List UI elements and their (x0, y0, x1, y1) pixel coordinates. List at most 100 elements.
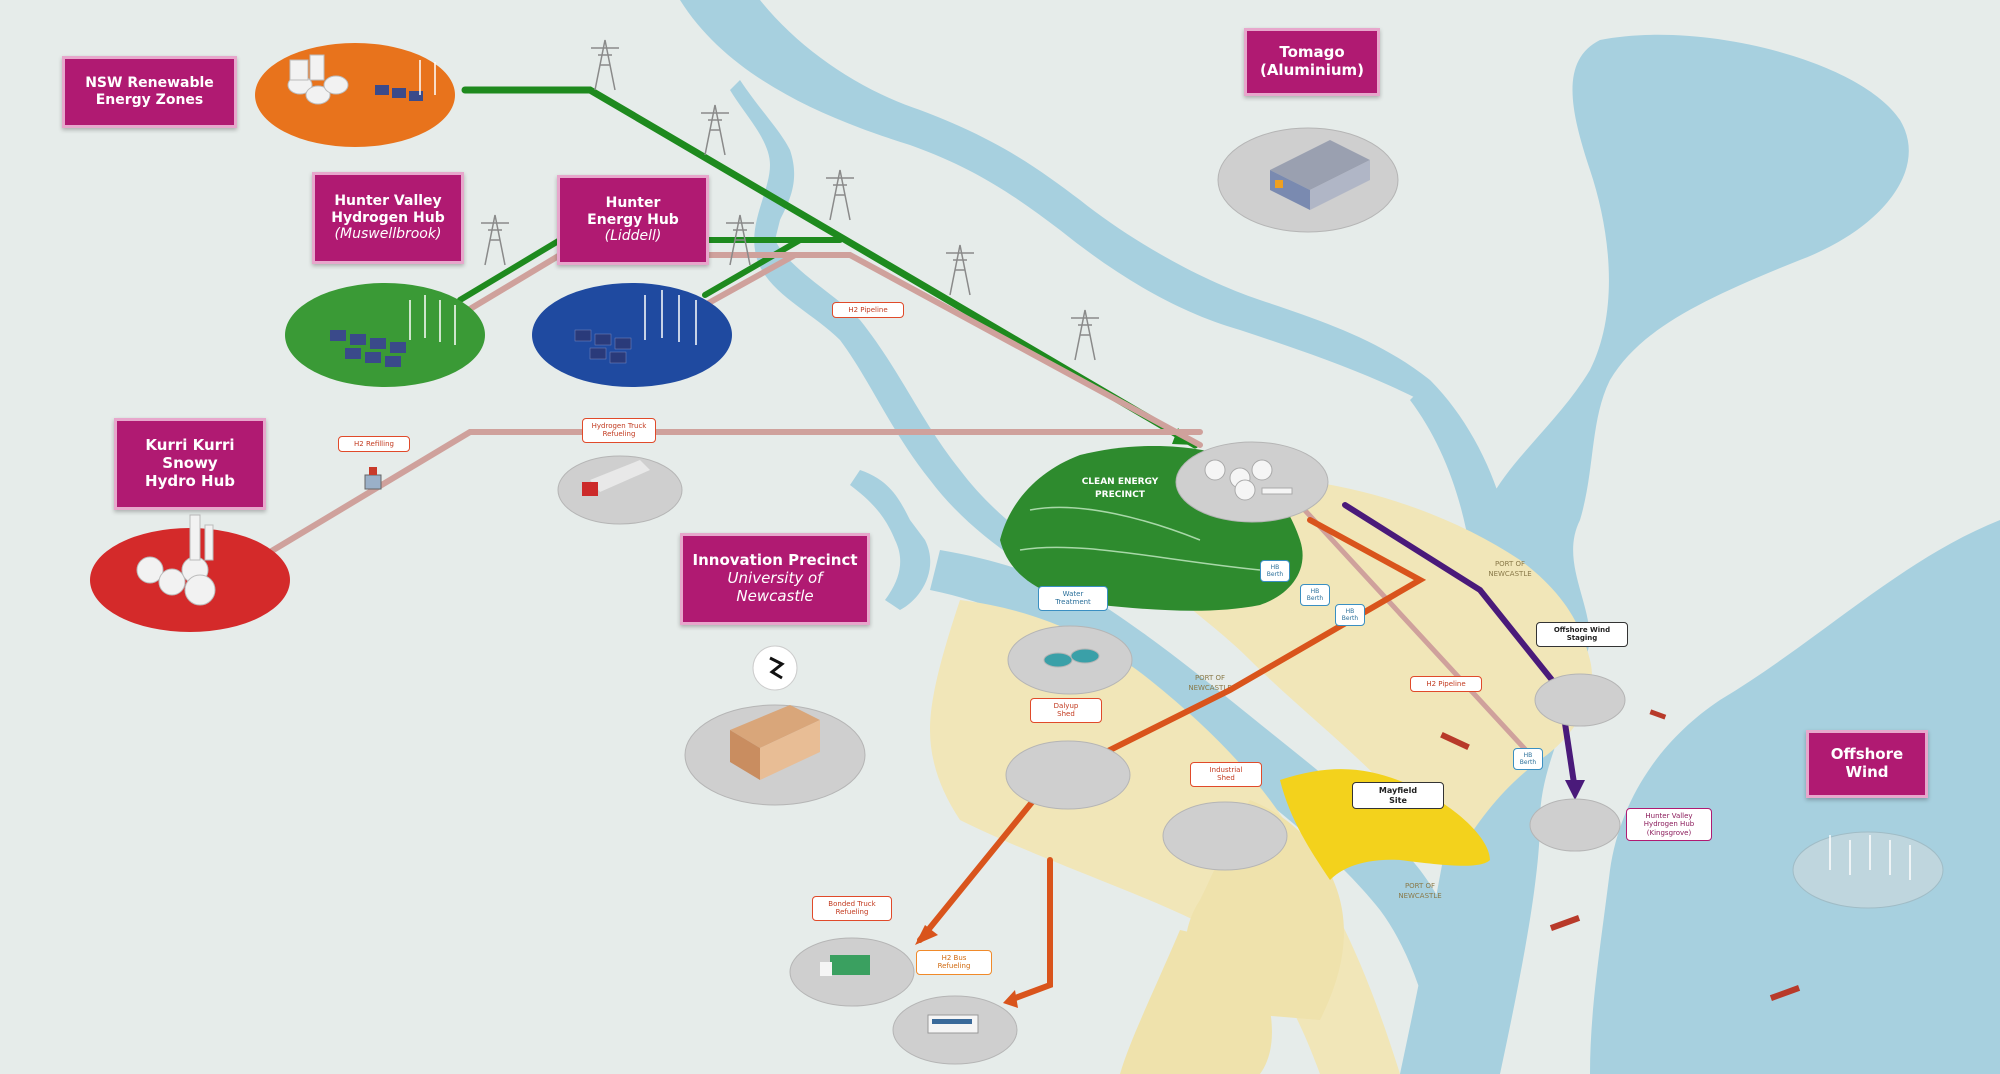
label-innovation-precinct: Innovation Precinct University of Newcas… (680, 533, 870, 625)
precinct-tanks (1204, 459, 1293, 501)
west-river (730, 80, 1060, 575)
pink-line-east (1297, 502, 1538, 763)
orange-line-branch (1007, 857, 1053, 1003)
orange-arrow-2 (1003, 990, 1018, 1008)
hub-hunter-valley (285, 283, 485, 387)
north-bay (1400, 34, 1909, 1074)
mayfield-yellow-site (1280, 769, 1490, 880)
tag-berth-3: HB Berth (1335, 604, 1365, 627)
label-innov-line3: Newcastle (736, 586, 814, 605)
tag-b4-line2: Berth (1519, 759, 1537, 767)
label-nsw-renewable: NSW Renewable Energy Zones (62, 56, 237, 128)
label-kurri-kurri: Kurri Kurri Snowy Hydro Hub (114, 418, 266, 510)
nsw-rez-panels (375, 85, 423, 101)
truck-refuel-icon (820, 955, 870, 976)
pink-line-kurri (262, 429, 1203, 558)
tag-btr-line1: Bonded Truck (828, 900, 876, 908)
harbour-channel (930, 550, 1490, 1074)
tag-wt-line2: Treatment (1055, 598, 1091, 607)
port-text-1a: PORT OF (1195, 674, 1225, 682)
purple-line (1342, 502, 1578, 793)
label-tomago: Tomago (Aluminium) (1244, 28, 1380, 96)
nsw-rez-turbines (419, 60, 436, 95)
tag-b3-line2: Berth (1341, 615, 1359, 623)
tag-b1-line2: Berth (1266, 571, 1284, 579)
tag-ows-line1: Offshore Wind (1553, 626, 1611, 634)
water-tanks (1043, 648, 1100, 668)
tag-ds-line2: Shed (1057, 710, 1075, 719)
port-text-1b: NEWCASTLE (1188, 684, 1231, 692)
tag-hk-line1: Hunter Valley (1645, 812, 1693, 820)
tag-htr-line2: Refueling (602, 430, 636, 439)
tag-htr-line1: Hydrogen Truck (591, 422, 647, 430)
tower-4 (481, 214, 509, 266)
tag-berth-2: HB Berth (1300, 584, 1330, 607)
hub-hunter-energy (532, 283, 732, 387)
tag-dalyup-shed: Dalyup Shed (1030, 698, 1102, 723)
river-branch (850, 470, 931, 610)
tag-b2-line1: HB (1310, 588, 1320, 595)
label-heh-line1: Hunter (605, 195, 661, 212)
tag-water-treatment: Water Treatment (1038, 586, 1108, 611)
tag-is-line2: Shed (1217, 774, 1235, 783)
precinct-path-1 (1029, 506, 1201, 541)
ship-1 (1440, 731, 1470, 751)
green-line-nsw (461, 86, 1199, 449)
tag-h2-pipeline: H2 Pipeline (832, 302, 904, 319)
label-ow-line1: Offshore (1830, 745, 1904, 764)
purple-arrow (1565, 780, 1585, 800)
tag-b2-line2: Berth (1306, 595, 1324, 603)
tag-wt-line1: Water (1062, 590, 1084, 598)
platform-h2-refilling (557, 455, 683, 525)
port-text-2a: PORT OF (1495, 560, 1525, 568)
label-nsw-line2: Energy Zones (95, 92, 204, 108)
label-kk-line2: Snowy (162, 454, 218, 473)
tower-6 (946, 244, 974, 296)
tomago-building (1270, 140, 1370, 210)
tag-hk-line2: Hydrogen Hub (1643, 820, 1695, 829)
label-offshore-wind: Offshore Wind (1806, 730, 1928, 798)
he-panels (574, 329, 632, 364)
tag-bonded-truck-refueling: Bonded Truck Refueling (812, 896, 892, 921)
precinct-label-1: CLEAN ENERGY (1082, 477, 1159, 487)
tag-bus-refueling: H2 Bus Refueling (916, 950, 992, 975)
label-hvh-line2: Hydrogen Hub (331, 209, 445, 226)
label-nsw-line1: NSW Renewable (85, 75, 214, 92)
hubs (90, 43, 732, 632)
nsw-rez-tanks (287, 54, 349, 105)
label-hvh-line3: (Muswellbrook) (334, 226, 442, 243)
hv-turbines (409, 295, 456, 345)
tag-bus-line1: H2 Bus (941, 954, 967, 962)
tag-hvh-kingsgrove: Hunter Valley Hydrogen Hub (Kingsgrove) (1626, 808, 1712, 842)
tag-hydrogen-truck-refueling: Hydrogen Truck Refueling (582, 418, 656, 443)
tower-5 (726, 214, 754, 266)
tag-h2-refilling: H2 Refilling (338, 436, 410, 453)
label-tomago-line1: Tomago (1279, 43, 1345, 62)
orange-line-main (917, 517, 1427, 943)
he-turbines (644, 290, 697, 345)
uni-logo-mark (769, 656, 785, 680)
tower-2 (701, 104, 729, 156)
port-text-3b: NEWCASTLE (1398, 892, 1441, 900)
tag-berth-4: HB Berth (1513, 748, 1543, 771)
tag-ms-line1: Mayfield (1378, 786, 1418, 795)
tag-is-line1: Industrial (1209, 766, 1243, 774)
platform-offshore-wind (1792, 831, 1944, 909)
valve-handle-icon (369, 467, 377, 475)
kk-tanks (136, 514, 216, 606)
ocean (1590, 520, 2000, 1074)
label-hunter-valley-hub: Hunter Valley Hydrogen Hub (Muswellbrook… (312, 172, 464, 264)
tag-h2-pipeline-2: H2 Pipeline (1410, 676, 1482, 693)
ship-2 (1549, 915, 1581, 931)
tag-ds-line1: Dalyup (1053, 702, 1079, 710)
tower-1 (591, 39, 619, 91)
platform-industrial (1162, 801, 1288, 871)
tag-btr-line2: Refueling (835, 908, 869, 917)
bus-icon (927, 1014, 979, 1034)
label-ow-line2: Wind (1845, 763, 1889, 781)
label-heh-line2: Energy Hub (587, 211, 679, 228)
tag-hk-line3: (Kingsgrove) (1646, 828, 1692, 837)
tag-b1-line1: HB (1270, 564, 1280, 571)
